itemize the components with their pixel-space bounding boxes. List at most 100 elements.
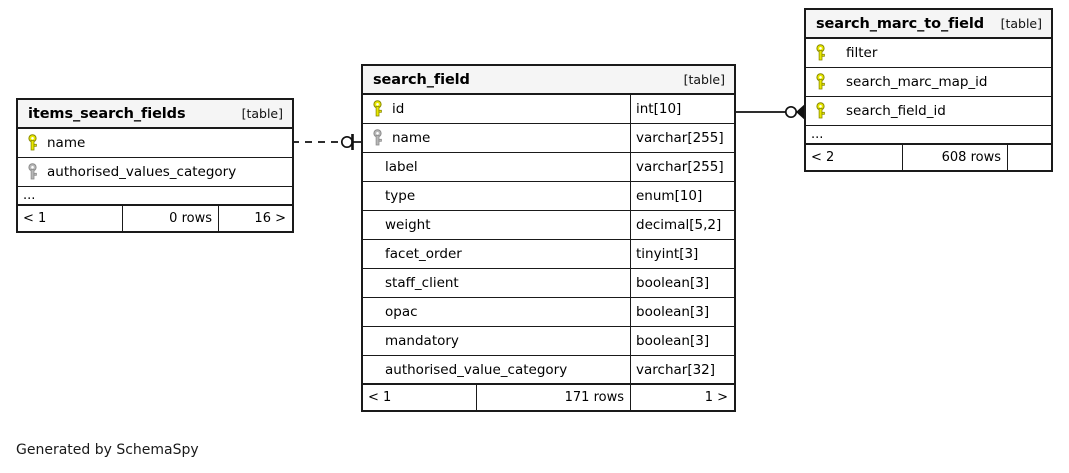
column-name-cell: search_marc_map_id: [806, 68, 1051, 96]
table-search-marc-to-field[interactable]: search_marc_to_field [table] filter: [804, 8, 1053, 172]
table-row[interactable]: name varchar[255]: [363, 124, 734, 153]
column-type: int[10]: [636, 101, 682, 117]
primary-key-icon: [816, 73, 825, 90]
column-type-cell: varchar[32]: [630, 356, 734, 383]
column-name: name: [392, 130, 431, 146]
table-footer-items-search-fields: < 1 0 rows 16 >: [18, 206, 292, 231]
table-title: search_marc_to_field: [816, 15, 985, 32]
primary-key-icon: [816, 102, 825, 119]
table-header-search-marc-to-field: search_marc_to_field [table]: [806, 10, 1051, 39]
optional-marker-icon: [784, 105, 798, 119]
row-count: 0 rows: [122, 206, 218, 231]
column-type: decimal[5,2]: [636, 217, 722, 233]
table-type-tag: [table]: [1000, 16, 1042, 31]
column-type-cell: enum[10]: [630, 182, 734, 210]
table-type-tag: [table]: [241, 106, 283, 121]
column-type-cell: boolean[3]: [630, 327, 734, 355]
parent-count[interactable]: < 1: [368, 390, 392, 405]
column-name: type: [385, 188, 416, 204]
column-name: filter: [846, 45, 878, 61]
column-type: enum[10]: [636, 188, 703, 204]
column-type: tinyint[3]: [636, 246, 699, 262]
column-name-cell: opac: [363, 298, 630, 326]
column-name-cell: type: [363, 182, 630, 210]
column-name: id: [392, 101, 405, 117]
column-name: search_field_id: [846, 103, 946, 119]
index-key-icon: [28, 163, 37, 180]
table-row[interactable]: id int[10]: [363, 95, 734, 124]
column-name: authorised_values_category: [47, 164, 237, 180]
column-type-cell: decimal[5,2]: [630, 211, 734, 239]
table-row[interactable]: name: [18, 129, 292, 158]
row-count: 171 rows: [476, 385, 630, 410]
column-type-cell: varchar[255]: [630, 124, 734, 152]
table-row[interactable]: authorised_values_category: [18, 158, 292, 187]
more-columns-indicator: ...: [806, 126, 1051, 145]
row-count: 608 rows: [902, 145, 1007, 170]
crows-foot-many-marker-icon: [796, 103, 806, 121]
column-name: name: [47, 135, 86, 151]
table-search-field[interactable]: search_field [table] id int[10]: [361, 64, 736, 412]
ellipsis-label: ...: [23, 188, 36, 203]
column-name: staff_client: [385, 275, 459, 291]
more-columns-indicator: ...: [18, 187, 292, 206]
table-row[interactable]: staff_client boolean[3]: [363, 269, 734, 298]
table-row[interactable]: search_marc_map_id: [806, 68, 1051, 97]
column-name-cell: search_field_id: [806, 97, 1051, 125]
column-name: opac: [385, 304, 418, 320]
generator-credit: Generated by SchemaSpy: [16, 442, 199, 458]
column-name: authorised_value_category: [385, 361, 568, 378]
column-name: mandatory: [385, 333, 459, 349]
column-name-cell: name: [18, 129, 292, 157]
column-name: label: [385, 159, 418, 175]
column-name: search_marc_map_id: [846, 74, 988, 90]
column-type: varchar[255]: [636, 130, 724, 146]
table-type-tag: [table]: [683, 72, 725, 87]
column-name-cell: authorised_value_category: [363, 356, 630, 383]
column-name-cell: id: [363, 95, 630, 123]
table-header-search-field: search_field [table]: [363, 66, 734, 95]
column-name-cell: authorised_values_category: [18, 158, 292, 186]
table-items-search-fields[interactable]: items_search_fields [table] name: [16, 98, 294, 233]
table-header-items-search-fields: items_search_fields [table]: [18, 100, 292, 129]
column-type: boolean[3]: [636, 333, 710, 349]
optional-marker-icon: [340, 135, 354, 149]
table-row[interactable]: type enum[10]: [363, 182, 734, 211]
primary-key-icon: [28, 134, 37, 151]
column-type: boolean[3]: [636, 304, 710, 320]
relationship-search-field-to-search-marc-to-field: [734, 103, 806, 121]
column-type-cell: varchar[255]: [630, 153, 734, 181]
child-count[interactable]: 1 >: [630, 385, 734, 410]
table-row[interactable]: authorised_value_category varchar[32]: [363, 356, 734, 385]
column-type-cell: boolean[3]: [630, 269, 734, 297]
index-key-icon: [373, 129, 382, 146]
column-type-cell: int[10]: [630, 95, 734, 123]
column-type-cell: boolean[3]: [630, 298, 734, 326]
child-count[interactable]: [1007, 145, 1051, 170]
table-row[interactable]: search_field_id: [806, 97, 1051, 126]
table-footer-search-field: < 1 171 rows 1 >: [363, 385, 734, 410]
table-title: items_search_fields: [28, 105, 186, 122]
column-name-cell: mandatory: [363, 327, 630, 355]
column-name-cell: staff_client: [363, 269, 630, 297]
column-name-cell: weight: [363, 211, 630, 239]
parent-count[interactable]: < 2: [811, 150, 835, 165]
column-type: boolean[3]: [636, 275, 710, 291]
table-row[interactable]: filter: [806, 39, 1051, 68]
table-row[interactable]: weight decimal[5,2]: [363, 211, 734, 240]
table-row[interactable]: opac boolean[3]: [363, 298, 734, 327]
table-row[interactable]: mandatory boolean[3]: [363, 327, 734, 356]
table-row[interactable]: label varchar[255]: [363, 153, 734, 182]
table-title: search_field: [373, 71, 470, 88]
column-type: varchar[32]: [636, 361, 716, 378]
column-name-cell: facet_order: [363, 240, 630, 268]
parent-count[interactable]: < 1: [23, 211, 47, 226]
column-name-cell: name: [363, 124, 630, 152]
table-footer-search-marc-to-field: < 2 608 rows: [806, 145, 1051, 170]
primary-key-icon: [373, 100, 382, 117]
column-name-cell: label: [363, 153, 630, 181]
child-count[interactable]: 16 >: [218, 206, 292, 231]
column-type-cell: tinyint[3]: [630, 240, 734, 268]
table-row[interactable]: facet_order tinyint[3]: [363, 240, 734, 269]
